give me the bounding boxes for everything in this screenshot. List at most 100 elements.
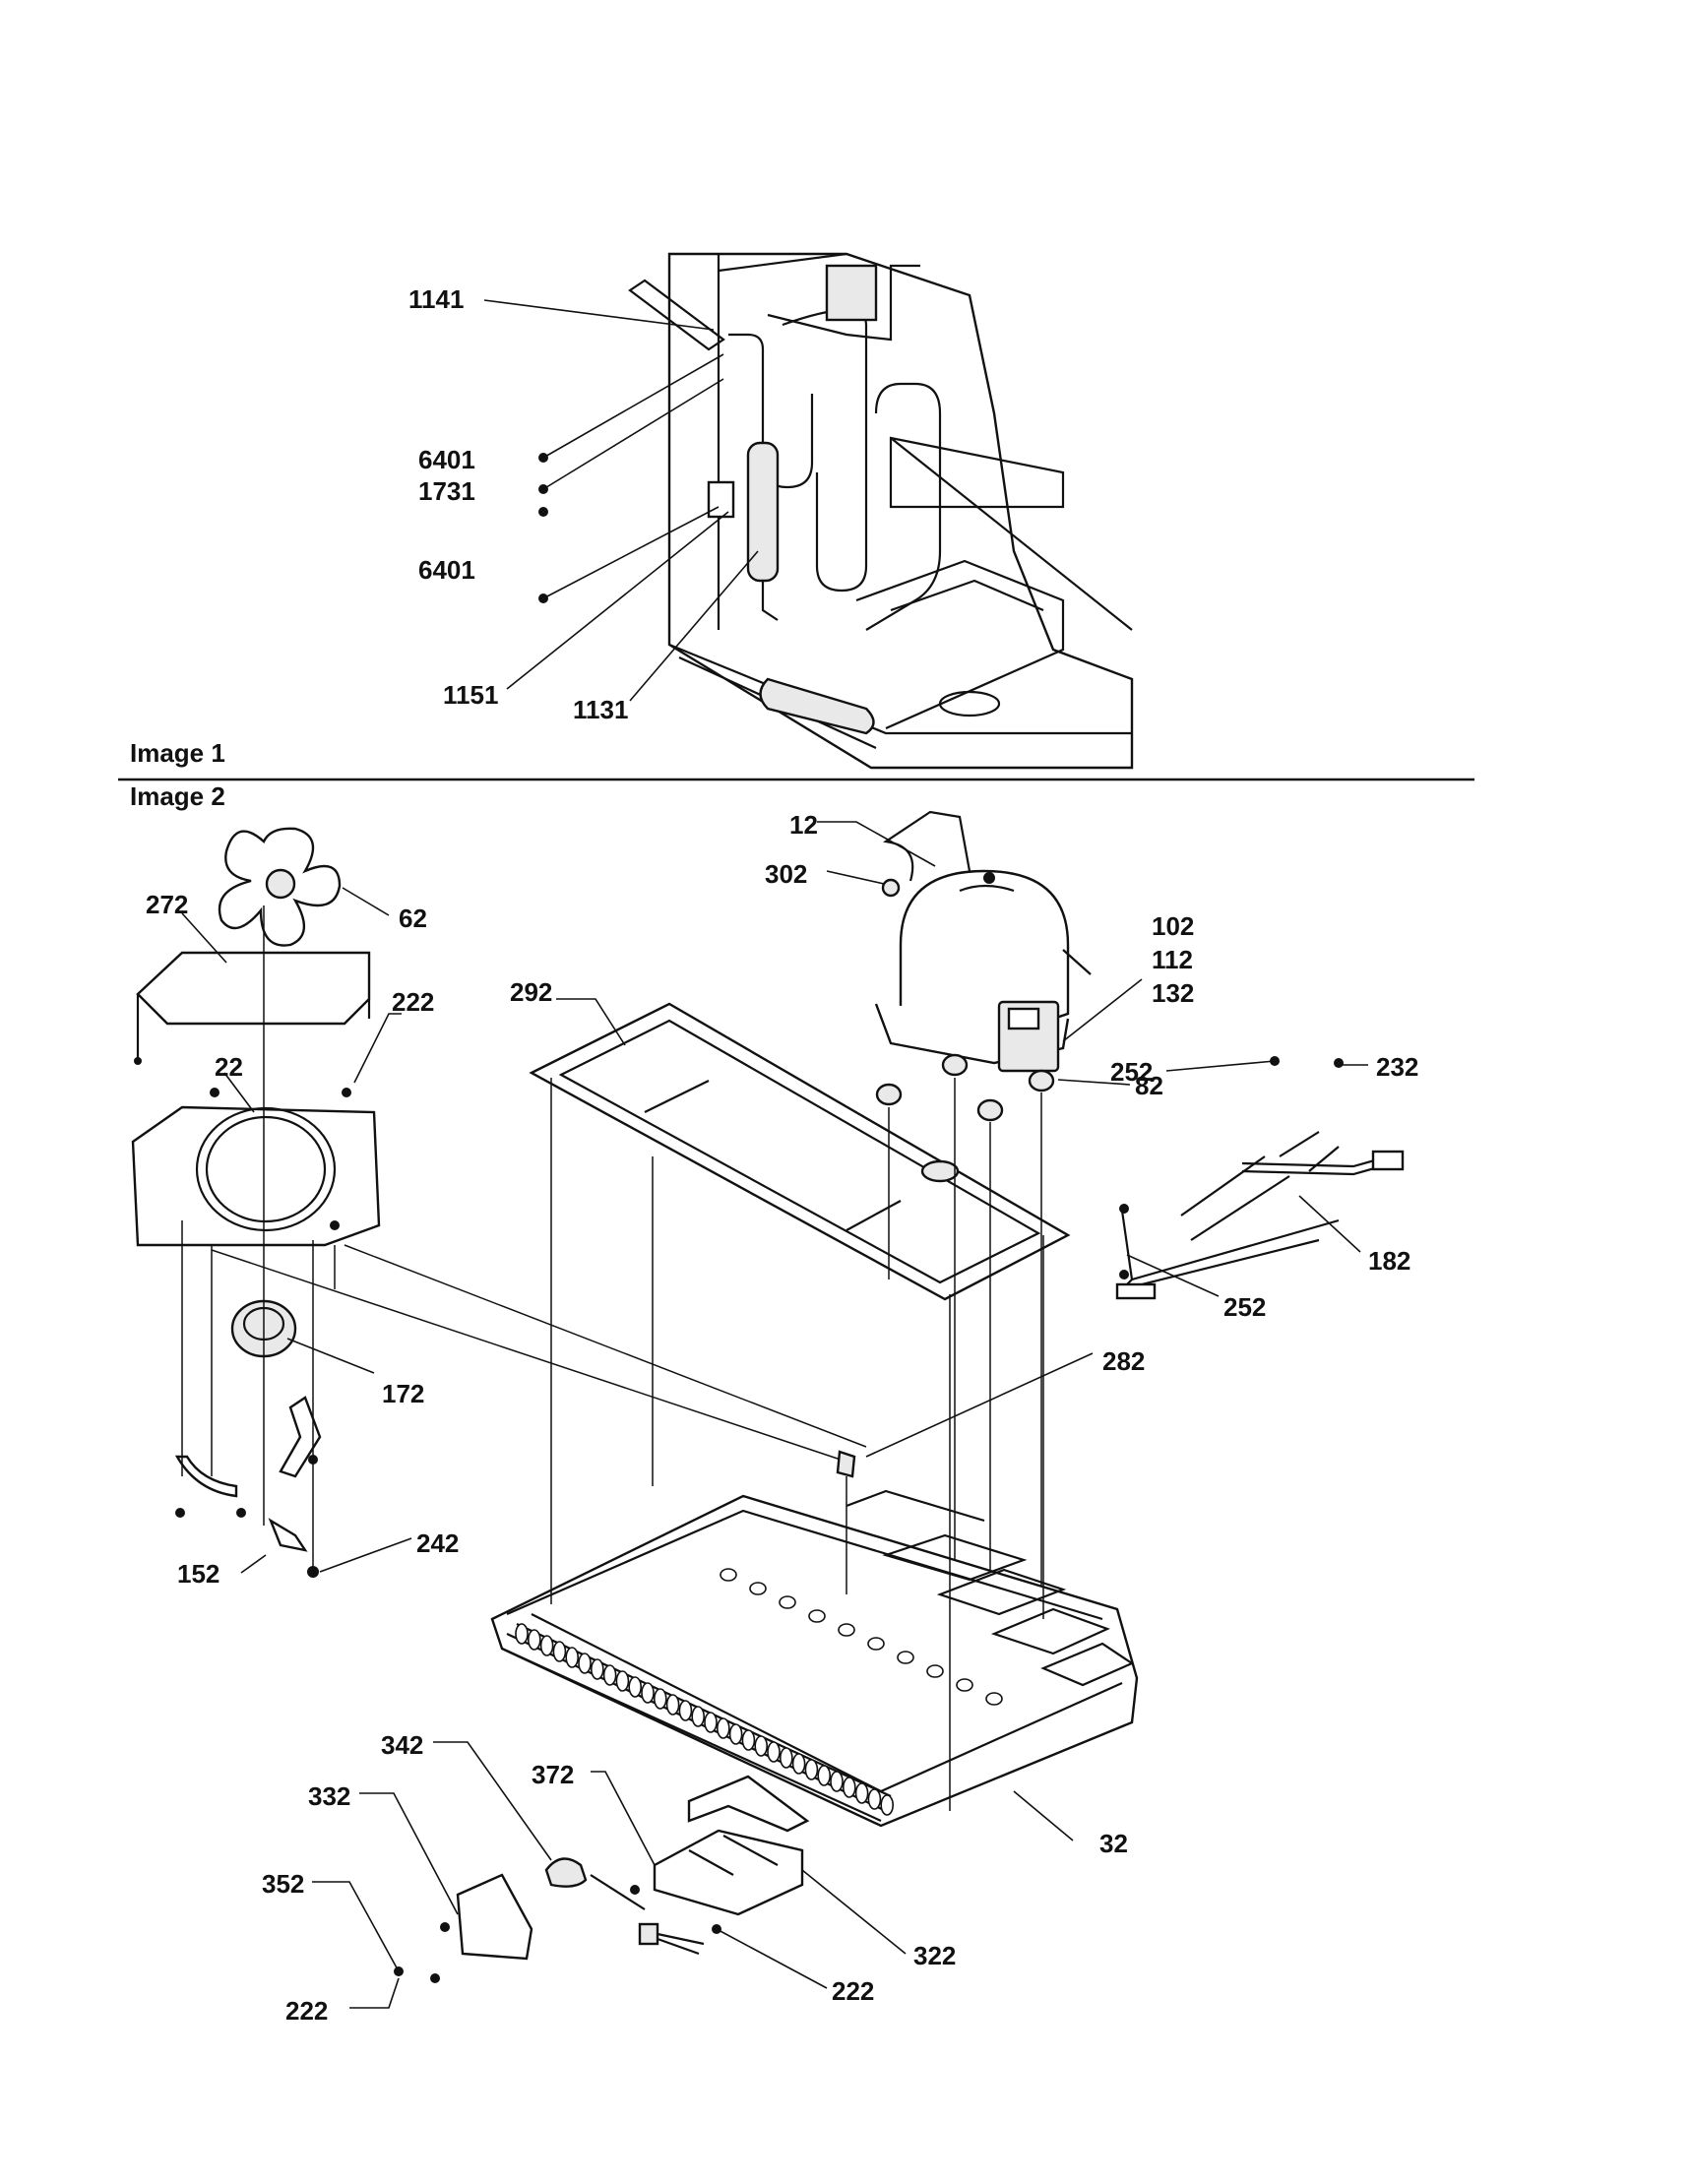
callout-272: 272 (146, 890, 188, 919)
callout-222-left: 222 (285, 1996, 328, 2026)
condenser-tube-bend (808, 1609, 826, 1623)
condenser-tube-bend (749, 1582, 767, 1595)
condenser-tube-bend (720, 1568, 737, 1582)
leader-282 (865, 1352, 1094, 1458)
wall-diagonal (890, 437, 1133, 631)
callout-242: 242 (416, 1529, 459, 1558)
condenser-coil-loop (716, 1717, 730, 1739)
grommet-2 (941, 1053, 969, 1077)
fan-shroud-cover-edge (136, 994, 371, 1058)
condenser-coil-loop (830, 1771, 844, 1792)
leader-252b (1126, 1254, 1220, 1297)
condenser-coil-loop (804, 1759, 819, 1780)
condenser-coil-loop (791, 1753, 806, 1775)
callout-1731: 1731 (418, 476, 475, 506)
condenser-tube-bend (985, 1692, 1003, 1706)
condenser-coil-loop (578, 1653, 592, 1674)
cabinet-back-wall (667, 252, 1134, 770)
callout-132: 132 (1152, 978, 1194, 1008)
grommet-302 (881, 878, 901, 898)
drier-outlet (761, 581, 779, 621)
condenser-coil-loop (641, 1682, 655, 1704)
leader-1131 (629, 550, 759, 702)
motor-mount-strap-left (174, 1455, 238, 1498)
condenser-tube-3 (865, 382, 942, 631)
drain-opening (938, 690, 1001, 718)
bracket-screw-22a (210, 1088, 219, 1097)
leader-342 (433, 1741, 552, 1861)
callout-252-top: 252 (1110, 1057, 1153, 1087)
wire-harness (1115, 1056, 1405, 1300)
cabinet-top-edge (718, 252, 847, 273)
condenser-coil-loops (515, 1568, 1003, 1816)
water-valve (836, 1450, 856, 1478)
motor-mount-strap-right (279, 1396, 322, 1478)
leader-6401b (542, 506, 720, 599)
callout-32: 32 (1099, 1829, 1128, 1858)
condenser-coil-loop (602, 1664, 617, 1686)
condenser-coil-loop (678, 1700, 693, 1721)
condenser-coil-loop (728, 1723, 743, 1745)
screw-1731b (538, 507, 548, 517)
callout-112: 112 (1152, 945, 1193, 974)
callout-352: 352 (262, 1869, 304, 1899)
filter-drier (746, 441, 780, 583)
fan-opening (195, 1106, 337, 1232)
valve-block (825, 264, 878, 322)
leader-152 (240, 1554, 267, 1574)
callout-222-fan: 222 (392, 987, 434, 1017)
leader-32 (1013, 1790, 1074, 1841)
leader-1151 (506, 511, 729, 690)
condenser-coil-loop (665, 1694, 680, 1716)
callout-302: 302 (765, 859, 807, 889)
bracket-screw-22c (330, 1220, 340, 1230)
grommet-1 (875, 1083, 903, 1106)
image1-assembly: 1141 6401 1731 6401 1151 1131 (408, 252, 1134, 770)
callout-22: 22 (215, 1052, 243, 1082)
leader-22 (223, 1072, 255, 1113)
leader-352 (312, 1881, 400, 1972)
leader-12 (817, 821, 936, 867)
drain-pan-divider-1 (644, 1080, 710, 1113)
drain-pan-divider-2 (846, 1200, 902, 1231)
compressor-dashes (888, 1078, 1042, 1624)
callout-152: 152 (177, 1559, 219, 1589)
section-title-image1: Image 1 (130, 738, 225, 768)
condenser-coil-loop (741, 1729, 756, 1751)
drain-pan-boss (920, 1159, 960, 1183)
condenser-tube-bend (838, 1623, 855, 1637)
fan-blade (218, 827, 342, 947)
callout-322: 322 (913, 1941, 956, 1970)
fan-to-base-link (211, 1244, 867, 1463)
defrost-assembly (394, 1775, 810, 1983)
leader-292 (556, 998, 626, 1046)
condenser-tube-bend (867, 1637, 885, 1651)
callout-1131: 1131 (573, 695, 628, 724)
pan-to-base-lines (550, 1078, 1044, 1811)
condenser-coil-loop (552, 1641, 567, 1662)
bottom-pan-outline (855, 559, 1065, 730)
grommet-4 (1028, 1069, 1055, 1092)
callout-62: 62 (399, 904, 427, 933)
callout-1141: 1141 (408, 284, 464, 314)
image2-assembly: 12 302 102 112 132 272 62 222 292 252 23… (131, 810, 1418, 2026)
condenser-coil-loop (539, 1635, 554, 1656)
leader-372 (591, 1771, 656, 1866)
callout-82: 82 (1135, 1071, 1163, 1100)
callout-1151: 1151 (443, 680, 498, 710)
callout-292: 292 (510, 977, 552, 1007)
condenser-coil-loop (527, 1629, 541, 1651)
condenser-coil-loop (615, 1670, 630, 1692)
callout-172: 172 (382, 1379, 424, 1408)
condenser-tube-bend (897, 1651, 914, 1664)
leader-272 (181, 912, 227, 964)
motor-mount-clip (268, 1518, 308, 1552)
mount-screw-1 (175, 1508, 185, 1518)
leader-172 (286, 1338, 375, 1374)
callout-12: 12 (789, 810, 818, 840)
cabinet-floor (668, 643, 1132, 735)
condenser-coil-loop (704, 1712, 718, 1733)
leader-102 (1062, 978, 1143, 1042)
condenser-coil-loop (565, 1647, 580, 1668)
drain-pan-inner (558, 1019, 1041, 1284)
